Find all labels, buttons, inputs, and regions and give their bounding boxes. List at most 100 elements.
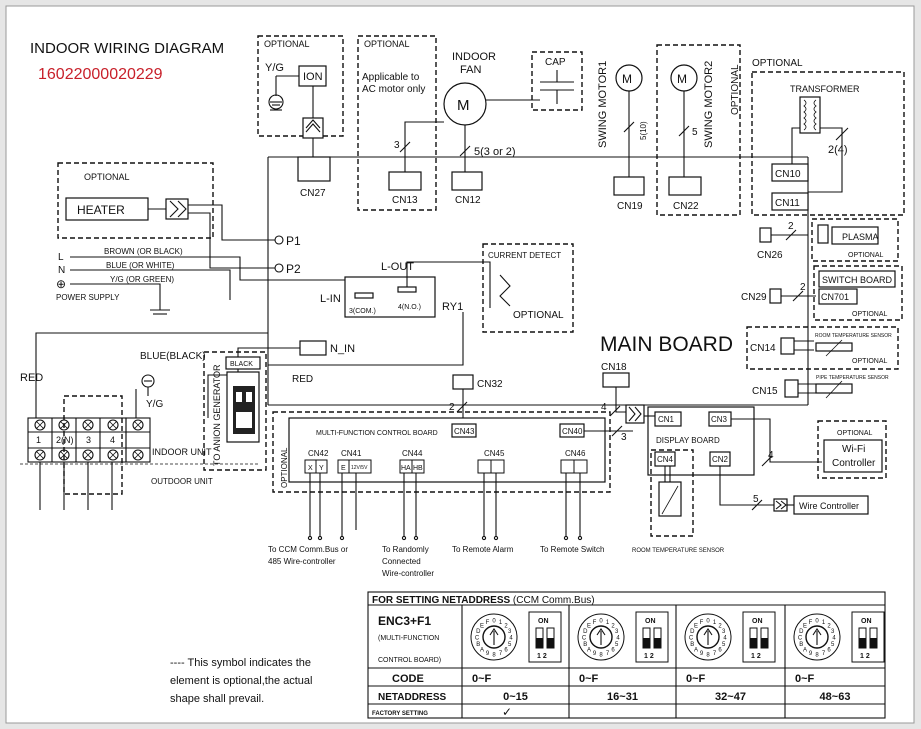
encoder-dial-digit: 2 <box>827 623 831 629</box>
encoder-dial-digit: D <box>583 629 588 635</box>
terminal-screw <box>107 419 119 431</box>
diagram-title: INDOOR WIRING DIAGRAM <box>30 40 224 57</box>
svg-text:OPTIONAL: OPTIONAL <box>364 39 410 49</box>
encoder-dial-digit: D <box>799 629 804 635</box>
svg-text:OPTIONAL: OPTIONAL <box>837 430 873 437</box>
cn15-sensor: CN15 PIPE TEMPERATURE SENSOR <box>752 375 889 399</box>
cn27-label: CN27 <box>300 188 326 199</box>
encoder-arrow <box>812 628 822 645</box>
svg-text:Controller: Controller <box>832 458 876 469</box>
dip-on-label: ON <box>645 618 656 625</box>
row-label-main: ENC3+F1 <box>378 614 431 628</box>
encoder-dial-digit: F <box>593 620 597 626</box>
encoder-dial-digit: 9 <box>809 651 813 657</box>
swing-motor-1: SWING MOTOR1 M 5(10) <box>597 61 648 177</box>
dip-switch <box>851 611 885 663</box>
legend-line-2: element is optional,the actual <box>170 675 312 687</box>
dip-lever-2 <box>654 638 661 648</box>
svg-text:5: 5 <box>753 494 759 505</box>
svg-text:M: M <box>677 72 687 86</box>
blue-black-label: BLUE(BLACK) <box>140 351 206 362</box>
terminal-screw-cross <box>84 421 92 429</box>
dip-numbers: 1 2 <box>860 653 870 660</box>
p2-label: P2 <box>286 262 301 276</box>
terminal-screws <box>34 419 144 461</box>
encoder-dial-digit: 0 <box>706 619 710 625</box>
encoder-dial-digit: 9 <box>700 651 704 657</box>
svg-text:L-IN: L-IN <box>320 293 341 305</box>
terminal-screw-cross <box>36 421 44 429</box>
encoder-dial-digit: 3 <box>831 629 835 635</box>
svg-text:RY1: RY1 <box>442 301 463 313</box>
encoder-dial-digit: 6 <box>827 648 831 654</box>
svg-text:OPTIONAL: OPTIONAL <box>730 64 741 115</box>
svg-text:CN45: CN45 <box>484 449 505 458</box>
terminal-screw <box>132 449 144 461</box>
encoder-dial-digit: B <box>799 642 803 648</box>
ac-motor-note: OPTIONAL Applicable to AC motor only <box>357 35 437 211</box>
encoder-dial-digit: 6 <box>718 648 722 654</box>
encoder-dial-digit: B <box>476 642 480 648</box>
encoder-dial-digit: E <box>803 623 807 629</box>
svg-text:5: 5 <box>692 127 698 138</box>
code-value: 0~F <box>795 673 815 685</box>
svg-text:ION: ION <box>303 71 323 83</box>
encoder-dial-digit: D <box>476 629 481 635</box>
svg-text:INDOOR UNIT: INDOOR UNIT <box>152 447 212 457</box>
mfcb-output-wires <box>307 473 583 541</box>
red-wire-label-main: RED <box>292 374 313 385</box>
dip-lever-2 <box>547 638 554 648</box>
svg-text:FAN: FAN <box>460 64 481 76</box>
svg-text:INDOOR: INDOOR <box>452 51 496 63</box>
cn26-wire-count: 2 <box>788 221 794 232</box>
dip-on-label: ON <box>752 618 763 625</box>
encoder-dial-digit: D <box>690 629 695 635</box>
encoder-dial-digit: 6 <box>611 648 615 654</box>
svg-text:CN42: CN42 <box>308 449 329 458</box>
svg-text:CN3: CN3 <box>711 415 728 424</box>
encoder-dial-digit: A <box>480 648 484 654</box>
switch-board-optional: SWITCH BOARD CN701 OPTIONAL <box>813 265 903 321</box>
encoder-dial-digit: F <box>700 620 704 626</box>
netaddress-range: 48~63 <box>820 691 851 703</box>
svg-text:HEATER: HEATER <box>77 203 125 217</box>
encoder-dial-digit: A <box>694 648 698 654</box>
encoder-dial-digit: 2 <box>504 623 508 629</box>
cn32-label: CN32 <box>477 379 503 390</box>
relay-ry1: L-OUT L-IN 3(COM.) 4(N.O.) RY1 <box>320 261 491 318</box>
terminal-screw <box>58 449 70 461</box>
dip-numbers: 1 2 <box>537 653 547 660</box>
row-label-sub1: (MULTI-FUNCTION <box>378 635 439 642</box>
dip-switch <box>528 611 562 663</box>
terminal-screw <box>34 449 46 461</box>
svg-text:CN46: CN46 <box>565 449 586 458</box>
encoder-dial-digit: 3 <box>508 629 512 635</box>
dip-lever-1 <box>750 638 757 648</box>
svg-text:OPTIONAL: OPTIONAL <box>852 311 888 318</box>
encoder-dial-digit: F <box>809 620 813 626</box>
svg-text:SWING MOTOR1: SWING MOTOR1 <box>597 61 609 148</box>
svg-text:TO ANION GENERATOR: TO ANION GENERATOR <box>212 364 222 466</box>
encoder-dial-digit: 6 <box>504 648 508 654</box>
dip-lever-1 <box>859 638 866 648</box>
svg-text:Y/G (OR GREEN): Y/G (OR GREEN) <box>110 275 174 284</box>
swing-motor-2: SWING MOTOR2 OPTIONAL M 5 <box>656 44 741 216</box>
dip-switch <box>635 611 669 663</box>
anion-generator-optional: TO ANION GENERATOR BLACK <box>203 351 267 471</box>
svg-text:PIPE TEMPERATURE SENSOR: PIPE TEMPERATURE SENSOR <box>816 375 889 381</box>
svg-text:MULTI-FUNCTION CONTROL BOARD: MULTI-FUNCTION CONTROL BOARD <box>316 430 438 437</box>
cn10-label: CN10 <box>775 169 801 180</box>
svg-text:OUTDOOR UNIT: OUTDOOR UNIT <box>151 477 213 486</box>
terminal-screw-cross <box>134 421 142 429</box>
svg-text:HA: HA <box>401 465 411 472</box>
cn13-label: CN13 <box>392 195 418 206</box>
svg-text:⊕: ⊕ <box>56 277 66 291</box>
encoder-dial-digit: 4 <box>616 636 620 642</box>
svg-text:1: 1 <box>36 435 41 445</box>
svg-text:CN14: CN14 <box>750 343 776 354</box>
netaddress-label: NETADDRESS <box>378 692 446 703</box>
svg-text:HB: HB <box>413 465 423 472</box>
terminal-block: 1 2(N) 3 4 INDOOR UNIT OUTDOOR UNIT <box>20 395 260 510</box>
terminal-ground: Y/G <box>135 374 163 418</box>
current-detect-optional: CURRENT DETECT OPTIONAL <box>482 243 574 333</box>
